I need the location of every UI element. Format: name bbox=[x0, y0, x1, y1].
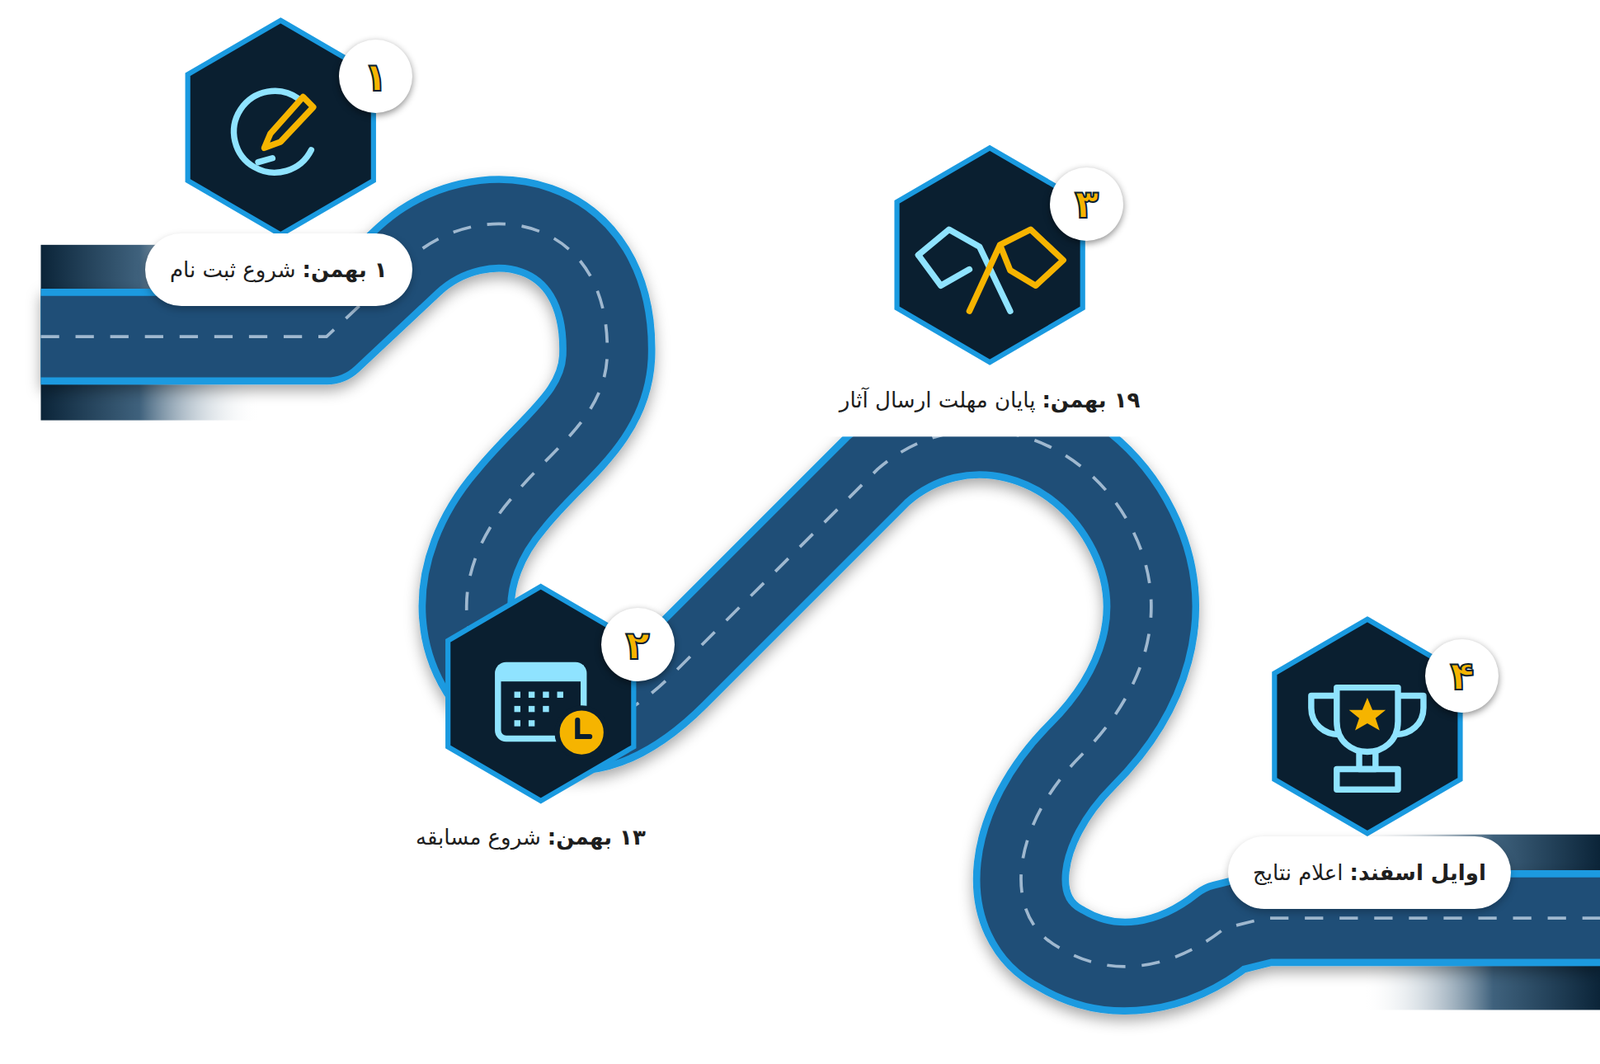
event-text: پایان مهلت ارسال آثار bbox=[839, 387, 1036, 413]
date-label-pill: اوایل اسفند:اعلام نتایج bbox=[1228, 836, 1511, 909]
step-number: ۴ bbox=[1449, 655, 1474, 696]
step-number: ۳ bbox=[1074, 183, 1099, 224]
hexagon-4 bbox=[1274, 619, 1460, 834]
event-text: اعلام نتایج bbox=[1252, 860, 1344, 885]
date-label: ۱۹ بهمن:پایان مهلت ارسال آثار bbox=[831, 384, 1149, 416]
date-text: ۱ بهمن: bbox=[302, 257, 388, 283]
calendar-icon bbox=[498, 664, 607, 757]
event-text: شروع مسابقه bbox=[415, 824, 542, 850]
trophy-icon bbox=[1311, 687, 1424, 791]
step-number-badge: ۱ bbox=[338, 39, 413, 113]
date-text: ۱۹ بهمن: bbox=[1041, 387, 1140, 413]
date-label-pill: ۱ بهمن:شروع ثبت نام bbox=[145, 233, 413, 306]
date-text: ۱۳ بهمن: bbox=[547, 824, 646, 850]
pencil-icon bbox=[234, 90, 314, 173]
label-ground bbox=[805, 367, 1173, 437]
event-text: شروع ثبت نام bbox=[169, 257, 297, 283]
flags-icon bbox=[918, 229, 1064, 311]
step-number-badge: ۳ bbox=[1049, 167, 1124, 241]
hexagon-1 bbox=[188, 20, 374, 236]
date-text: اوایل اسفند: bbox=[1350, 860, 1487, 885]
road bbox=[40, 223, 1600, 966]
step-number-badge: ۲ bbox=[601, 607, 675, 682]
hexagon-3 bbox=[897, 147, 1083, 363]
step-number-badge: ۴ bbox=[1425, 639, 1499, 713]
hexagon-2 bbox=[447, 586, 634, 801]
date-label: ۱۳ بهمن:شروع مسابقه bbox=[407, 821, 655, 853]
step-number: ۱ bbox=[363, 56, 388, 97]
step-number: ۲ bbox=[625, 625, 650, 665]
